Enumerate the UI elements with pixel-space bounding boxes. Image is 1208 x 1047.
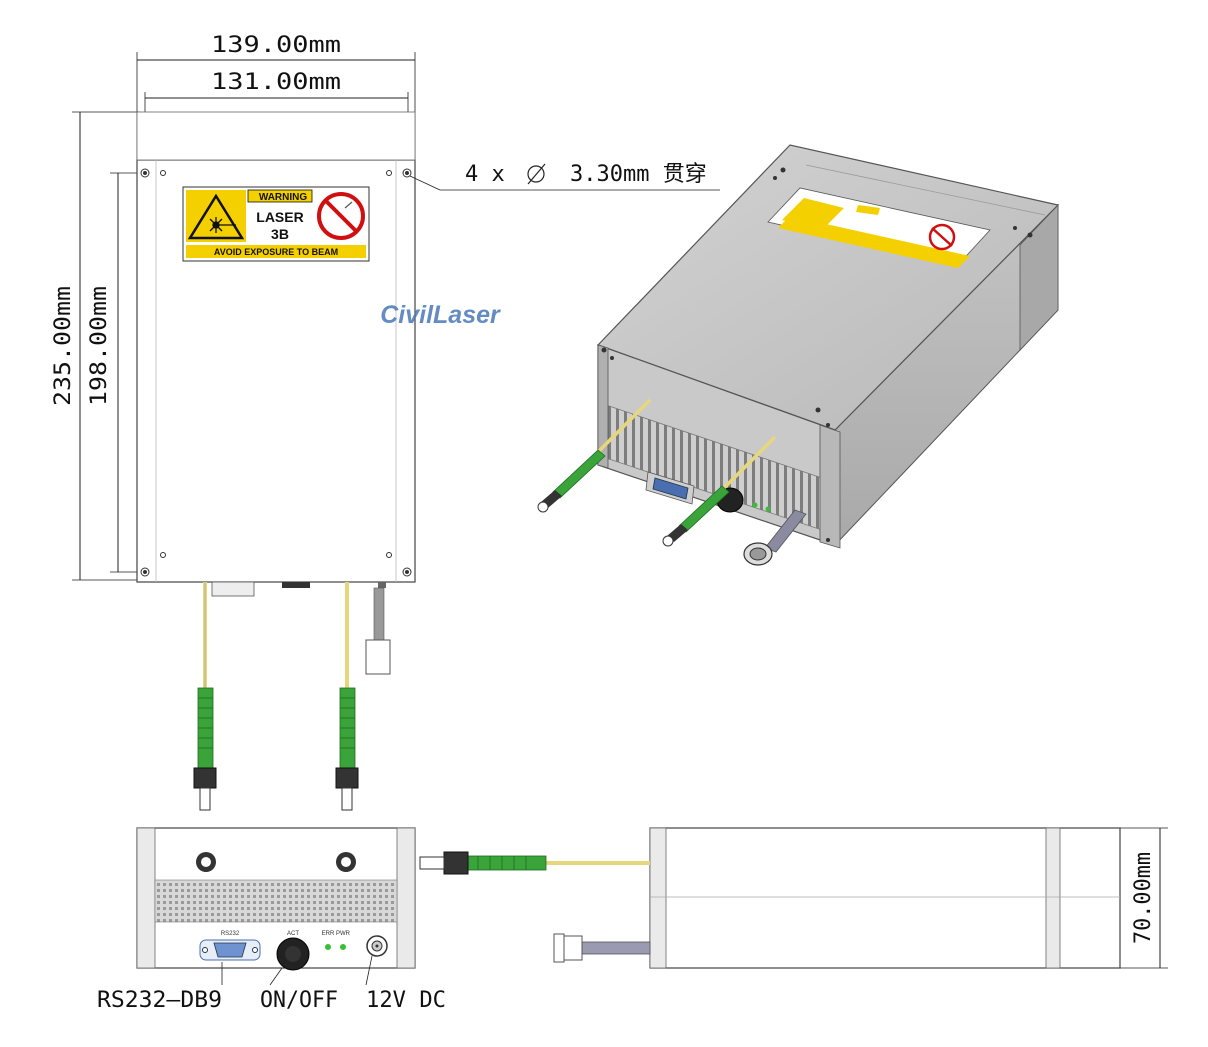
side-power-cable bbox=[553, 933, 651, 963]
width-inner-label: 131.00mm bbox=[211, 70, 341, 95]
db9-connector bbox=[199, 939, 261, 961]
power-callout: 12V DC bbox=[366, 988, 446, 1013]
warning-header: WARNING bbox=[259, 192, 308, 203]
no-beam-icon bbox=[317, 192, 365, 240]
on-off-switch bbox=[276, 937, 310, 971]
height-outer-label: 235.00mm bbox=[51, 286, 76, 406]
front-vents bbox=[154, 879, 398, 923]
diameter-icon bbox=[527, 163, 546, 185]
iso-warning-label bbox=[767, 187, 991, 268]
holes-count-label: 4 x bbox=[465, 162, 505, 187]
switch-callout: ON/OFF bbox=[260, 988, 338, 1013]
warning-label: WARNING LASER 3B AVOID EXPOSURE TO BEAM bbox=[182, 186, 370, 262]
iso-fiber-1 bbox=[537, 398, 652, 513]
iso-leds bbox=[752, 502, 771, 512]
side-view-body bbox=[649, 827, 1121, 969]
panel-pwr-label: PWR bbox=[336, 931, 351, 937]
mounting-holes bbox=[140, 168, 412, 577]
laser-hazard-icon bbox=[209, 217, 236, 233]
holes-size-label: 3.30mm 贯穿 bbox=[570, 162, 707, 187]
warning-line2: 3B bbox=[271, 226, 289, 242]
front-view: RS232 ACT ERR PWR RS232—DB9 bbox=[97, 827, 446, 1013]
warning-footer: AVOID EXPOSURE TO BEAM bbox=[214, 247, 338, 257]
isometric-view bbox=[537, 144, 1060, 566]
db9-callout: RS232—DB9 bbox=[97, 988, 222, 1013]
iso-power-plug bbox=[743, 509, 807, 566]
panel-rs232-label: RS232 bbox=[221, 931, 240, 937]
panel-act-label: ACT bbox=[287, 931, 299, 937]
panel-err-label: ERR bbox=[322, 931, 335, 937]
iso-db9-connector bbox=[645, 471, 695, 505]
side-view: 70.00mm bbox=[419, 827, 1168, 969]
iso-fiber-2 bbox=[662, 435, 777, 547]
height-inner-label: 198.00mm bbox=[87, 286, 112, 406]
depth-label: 70.00mm bbox=[1131, 852, 1156, 944]
width-outer-label: 139.00mm bbox=[211, 33, 341, 58]
side-fiber bbox=[419, 851, 650, 875]
top-view: 139.00mm 131.00mm 235.00mm 198.00mm 4 x bbox=[51, 33, 720, 811]
power-jack bbox=[366, 935, 388, 957]
brand-watermark: CivilLaser bbox=[380, 301, 501, 329]
status-leds bbox=[325, 944, 346, 950]
warning-line1: LASER bbox=[256, 209, 303, 225]
fiber-1 bbox=[193, 582, 217, 811]
fiber-2 bbox=[335, 582, 359, 811]
